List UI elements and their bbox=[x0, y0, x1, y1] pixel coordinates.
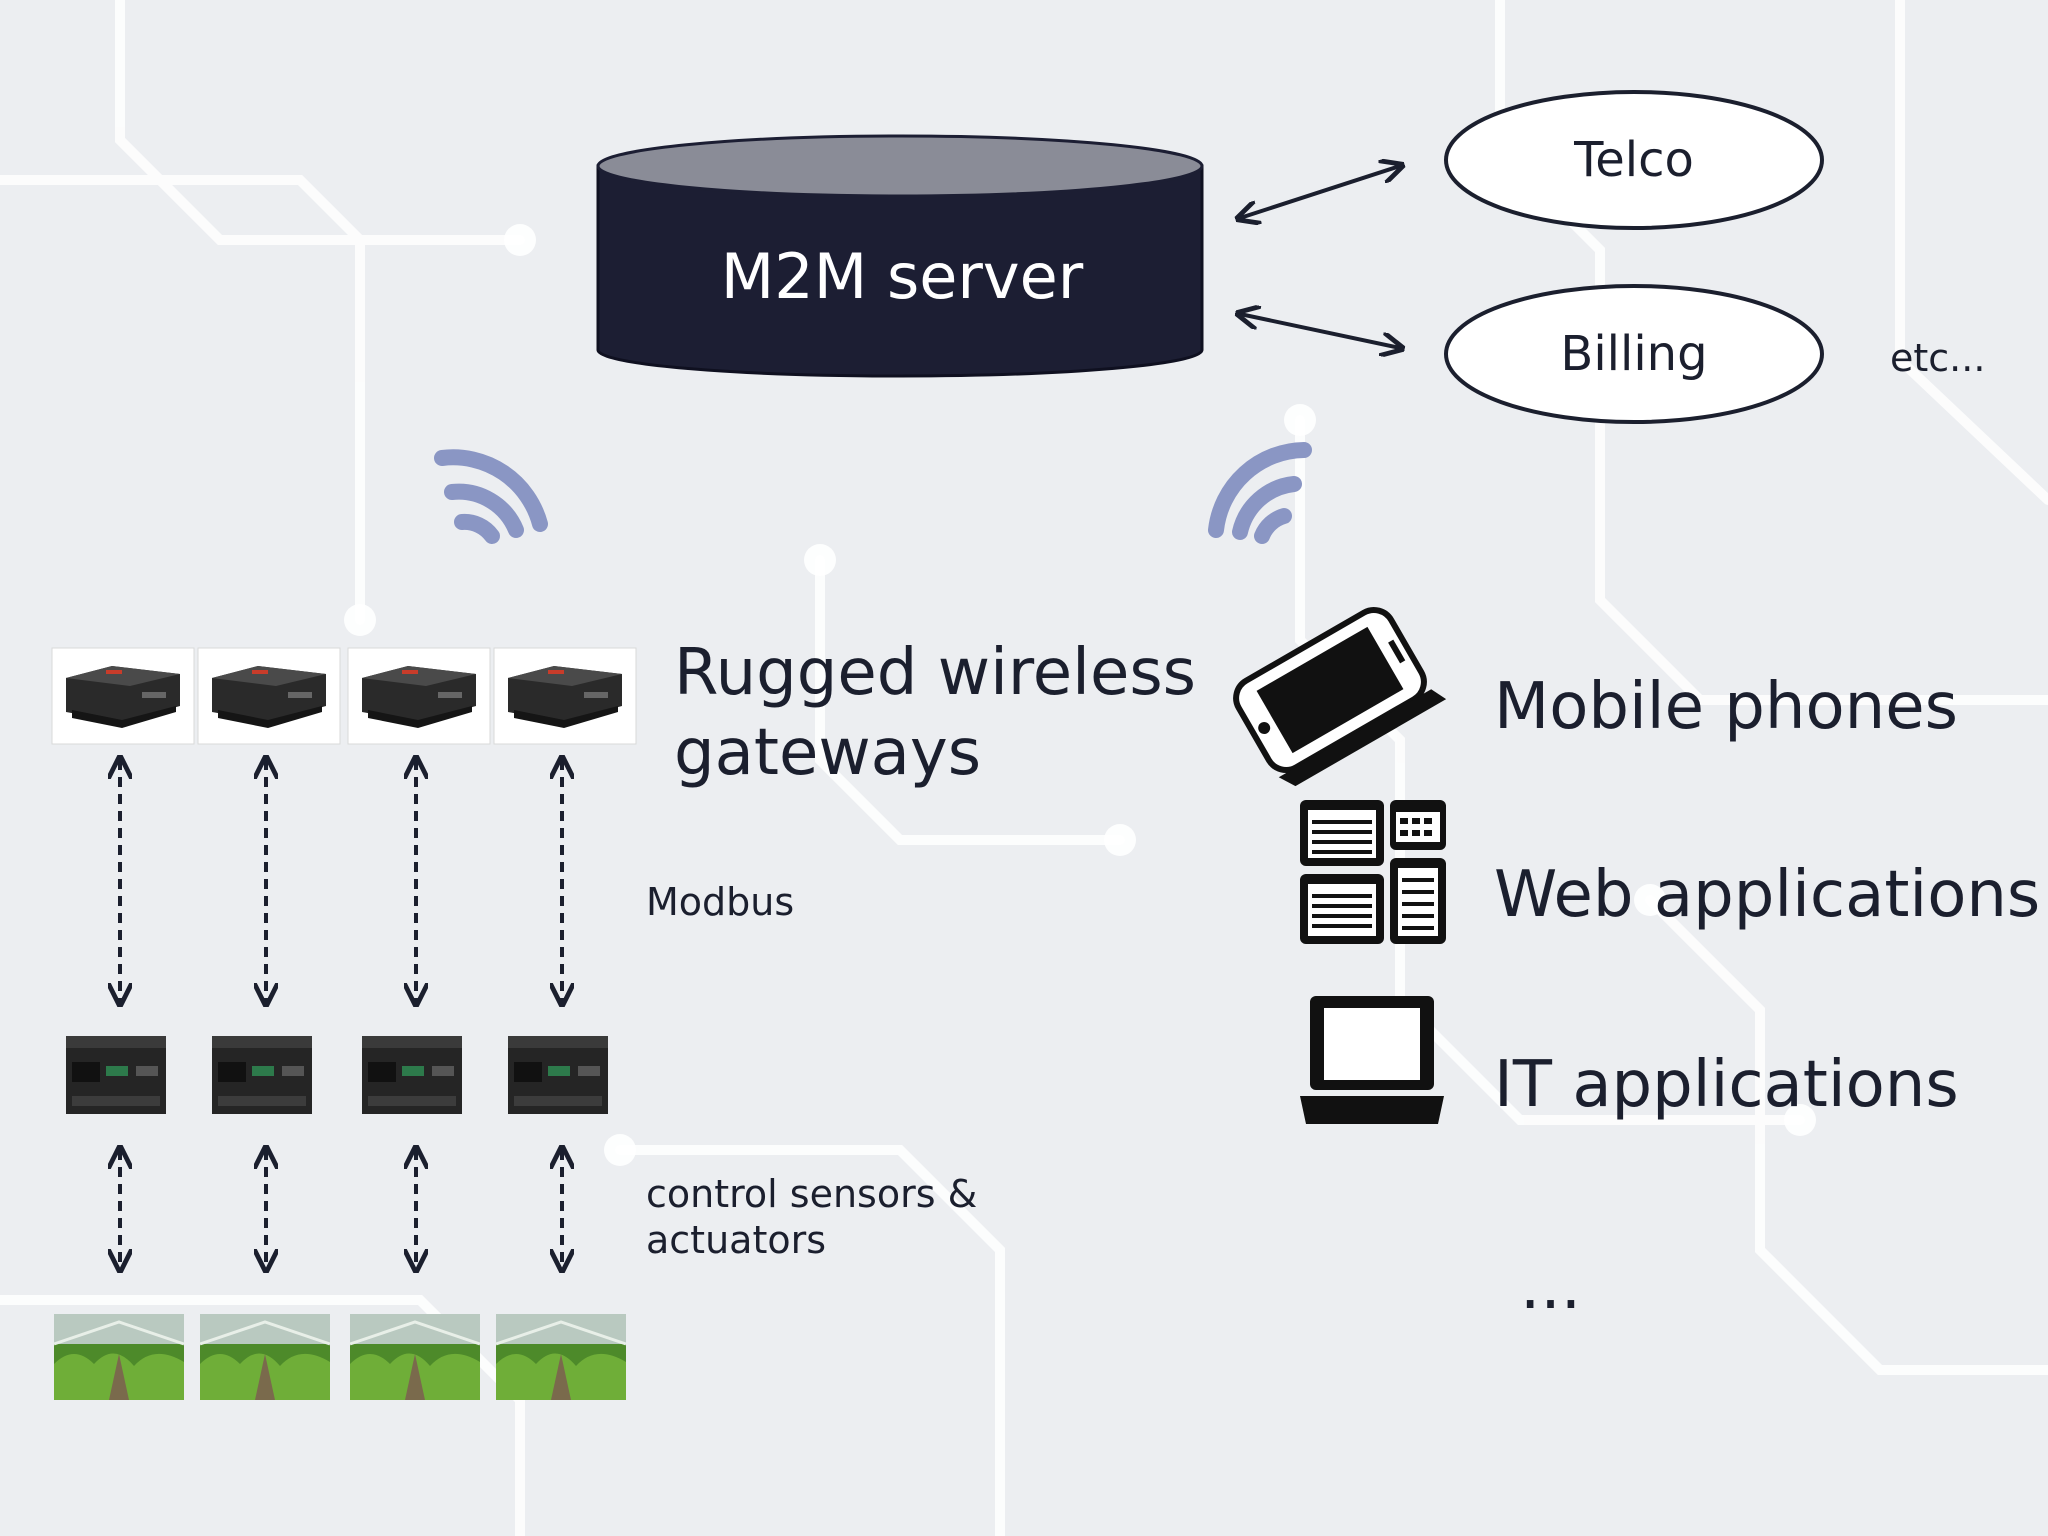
web-applications-label: Web applications bbox=[1494, 858, 2041, 932]
greenhouse-photo bbox=[198, 1312, 332, 1402]
gateway-device-icon bbox=[197, 647, 341, 745]
it-applications-label: IT applications bbox=[1494, 1048, 1959, 1122]
greenhouse-photo bbox=[494, 1312, 628, 1402]
telco-label: Telco bbox=[1574, 132, 1694, 188]
mobile-phone-icon bbox=[1233, 607, 1447, 787]
plc-controller-icon bbox=[508, 1036, 608, 1114]
billing-label: Billing bbox=[1560, 326, 1708, 382]
gateway-device-icon bbox=[347, 647, 491, 745]
server-label: M2M server bbox=[720, 240, 1084, 313]
greenhouse-photo bbox=[52, 1312, 186, 1402]
gateway-device-icon bbox=[493, 647, 637, 745]
plc-controller-icon bbox=[66, 1036, 166, 1114]
wireless-signal-icon bbox=[1208, 442, 1312, 544]
telco-ellipse bbox=[1444, 90, 1824, 230]
desktop-computer-icon bbox=[1300, 996, 1444, 1124]
wireless-signal-icon bbox=[434, 449, 548, 544]
web-app-icon bbox=[1300, 800, 1446, 944]
plc-controller-icon bbox=[212, 1036, 312, 1114]
billing-ellipse bbox=[1444, 284, 1824, 424]
mobile-phones-label: Mobile phones bbox=[1494, 670, 1958, 744]
sensors-label-line2: actuators bbox=[646, 1218, 827, 1262]
more-ellipsis: ... bbox=[1520, 1250, 1582, 1324]
modbus-label: Modbus bbox=[646, 880, 795, 924]
sensors-label-line1: control sensors & bbox=[646, 1172, 978, 1216]
server-telco-arrow bbox=[1240, 166, 1400, 218]
etc-label: etc... bbox=[1890, 336, 1986, 380]
gateways-title-line2: gateways bbox=[674, 716, 982, 790]
server-billing-arrow bbox=[1240, 314, 1400, 348]
plc-controller-icon bbox=[362, 1036, 462, 1114]
gateway-device-icon bbox=[51, 647, 195, 745]
m2m-server-cylinder bbox=[596, 134, 1204, 378]
greenhouse-photo bbox=[348, 1312, 482, 1402]
gateways-title-line1: Rugged wireless bbox=[674, 636, 1196, 710]
